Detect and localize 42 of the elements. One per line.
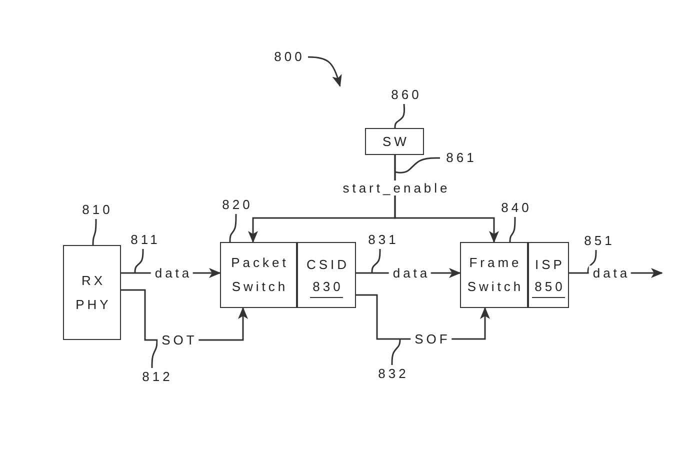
reference-numeral: 830 [310, 276, 344, 298]
reference-numeral: 812 [141, 368, 173, 386]
reference-numeral: 840 [500, 199, 532, 217]
reference-numeral: 831 [367, 231, 399, 249]
leader-line [587, 250, 597, 273]
leader-line [151, 340, 158, 368]
reference-numeral: 810 [81, 201, 113, 219]
reference-numeral: 800 [273, 48, 305, 66]
signal-label: data [588, 266, 632, 280]
signal-label: data [388, 266, 432, 280]
reference-numeral: 860 [390, 86, 422, 104]
reference-numeral: 850 [532, 276, 566, 298]
leader-line [134, 249, 144, 273]
reference-numeral: 832 [377, 365, 409, 383]
signal-label: SOF [410, 332, 452, 346]
block-box [365, 128, 424, 155]
leader-line [394, 157, 440, 174]
leader-line [394, 104, 406, 128]
leader-line [509, 217, 516, 242]
block-label: CSID [305, 256, 350, 274]
signal-arrow [394, 155, 499, 243]
block-label: ISP [534, 256, 565, 274]
leader-line [391, 339, 401, 365]
block-box [528, 242, 569, 308]
block-label: RX PHY [74, 272, 112, 314]
block-box [297, 242, 356, 308]
block-box [220, 242, 297, 308]
leader-line [92, 219, 97, 245]
leader-line [229, 214, 237, 242]
reference-numeral: 820 [221, 196, 253, 214]
reference-numeral: 861 [445, 149, 477, 167]
block-box [63, 245, 121, 340]
reference-numeral: 851 [583, 232, 615, 250]
block-label: Packet Switch [230, 254, 290, 296]
block-box [460, 242, 528, 308]
signal-label: SOT [158, 332, 198, 348]
block-label: SW [382, 132, 410, 150]
block-label: Frame Switch [466, 254, 525, 296]
reference-arrow [308, 56, 342, 87]
reference-numeral: 811 [130, 231, 160, 249]
leader-line [371, 249, 381, 273]
signal-label: data [150, 266, 194, 280]
